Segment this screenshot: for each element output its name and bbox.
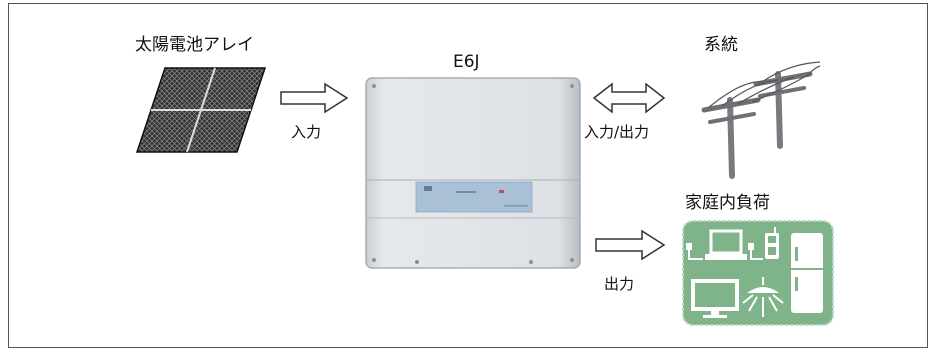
inverter-device (365, 77, 581, 269)
solar-panel-icon (135, 67, 267, 153)
output-label: 出力 (604, 275, 635, 293)
grid-label: 系統 (704, 35, 738, 55)
input-label: 入力 (291, 123, 322, 141)
household-load-panel (682, 220, 834, 326)
input-output-label: 入力/出力 (584, 123, 650, 141)
inverter-model-label: E6J (453, 52, 480, 72)
mobile-phone-icon (748, 227, 779, 260)
ceiling-lamp-icon (742, 277, 784, 317)
power-pole-icon (701, 61, 821, 179)
refrigerator-icon (791, 233, 823, 313)
laptop-icon (686, 229, 747, 260)
bidirectional-arrow (592, 82, 666, 114)
household-load-label: 家庭内負荷 (685, 193, 770, 213)
solar-array-label: 太陽電池アレイ (135, 35, 254, 55)
output-arrow (595, 229, 666, 261)
input-arrow (280, 82, 349, 114)
diagram-frame: 太陽電池アレイ E6J 系統 家庭内負荷 入力 入力/出力 出力 (8, 3, 928, 348)
monitor-icon (691, 279, 739, 318)
